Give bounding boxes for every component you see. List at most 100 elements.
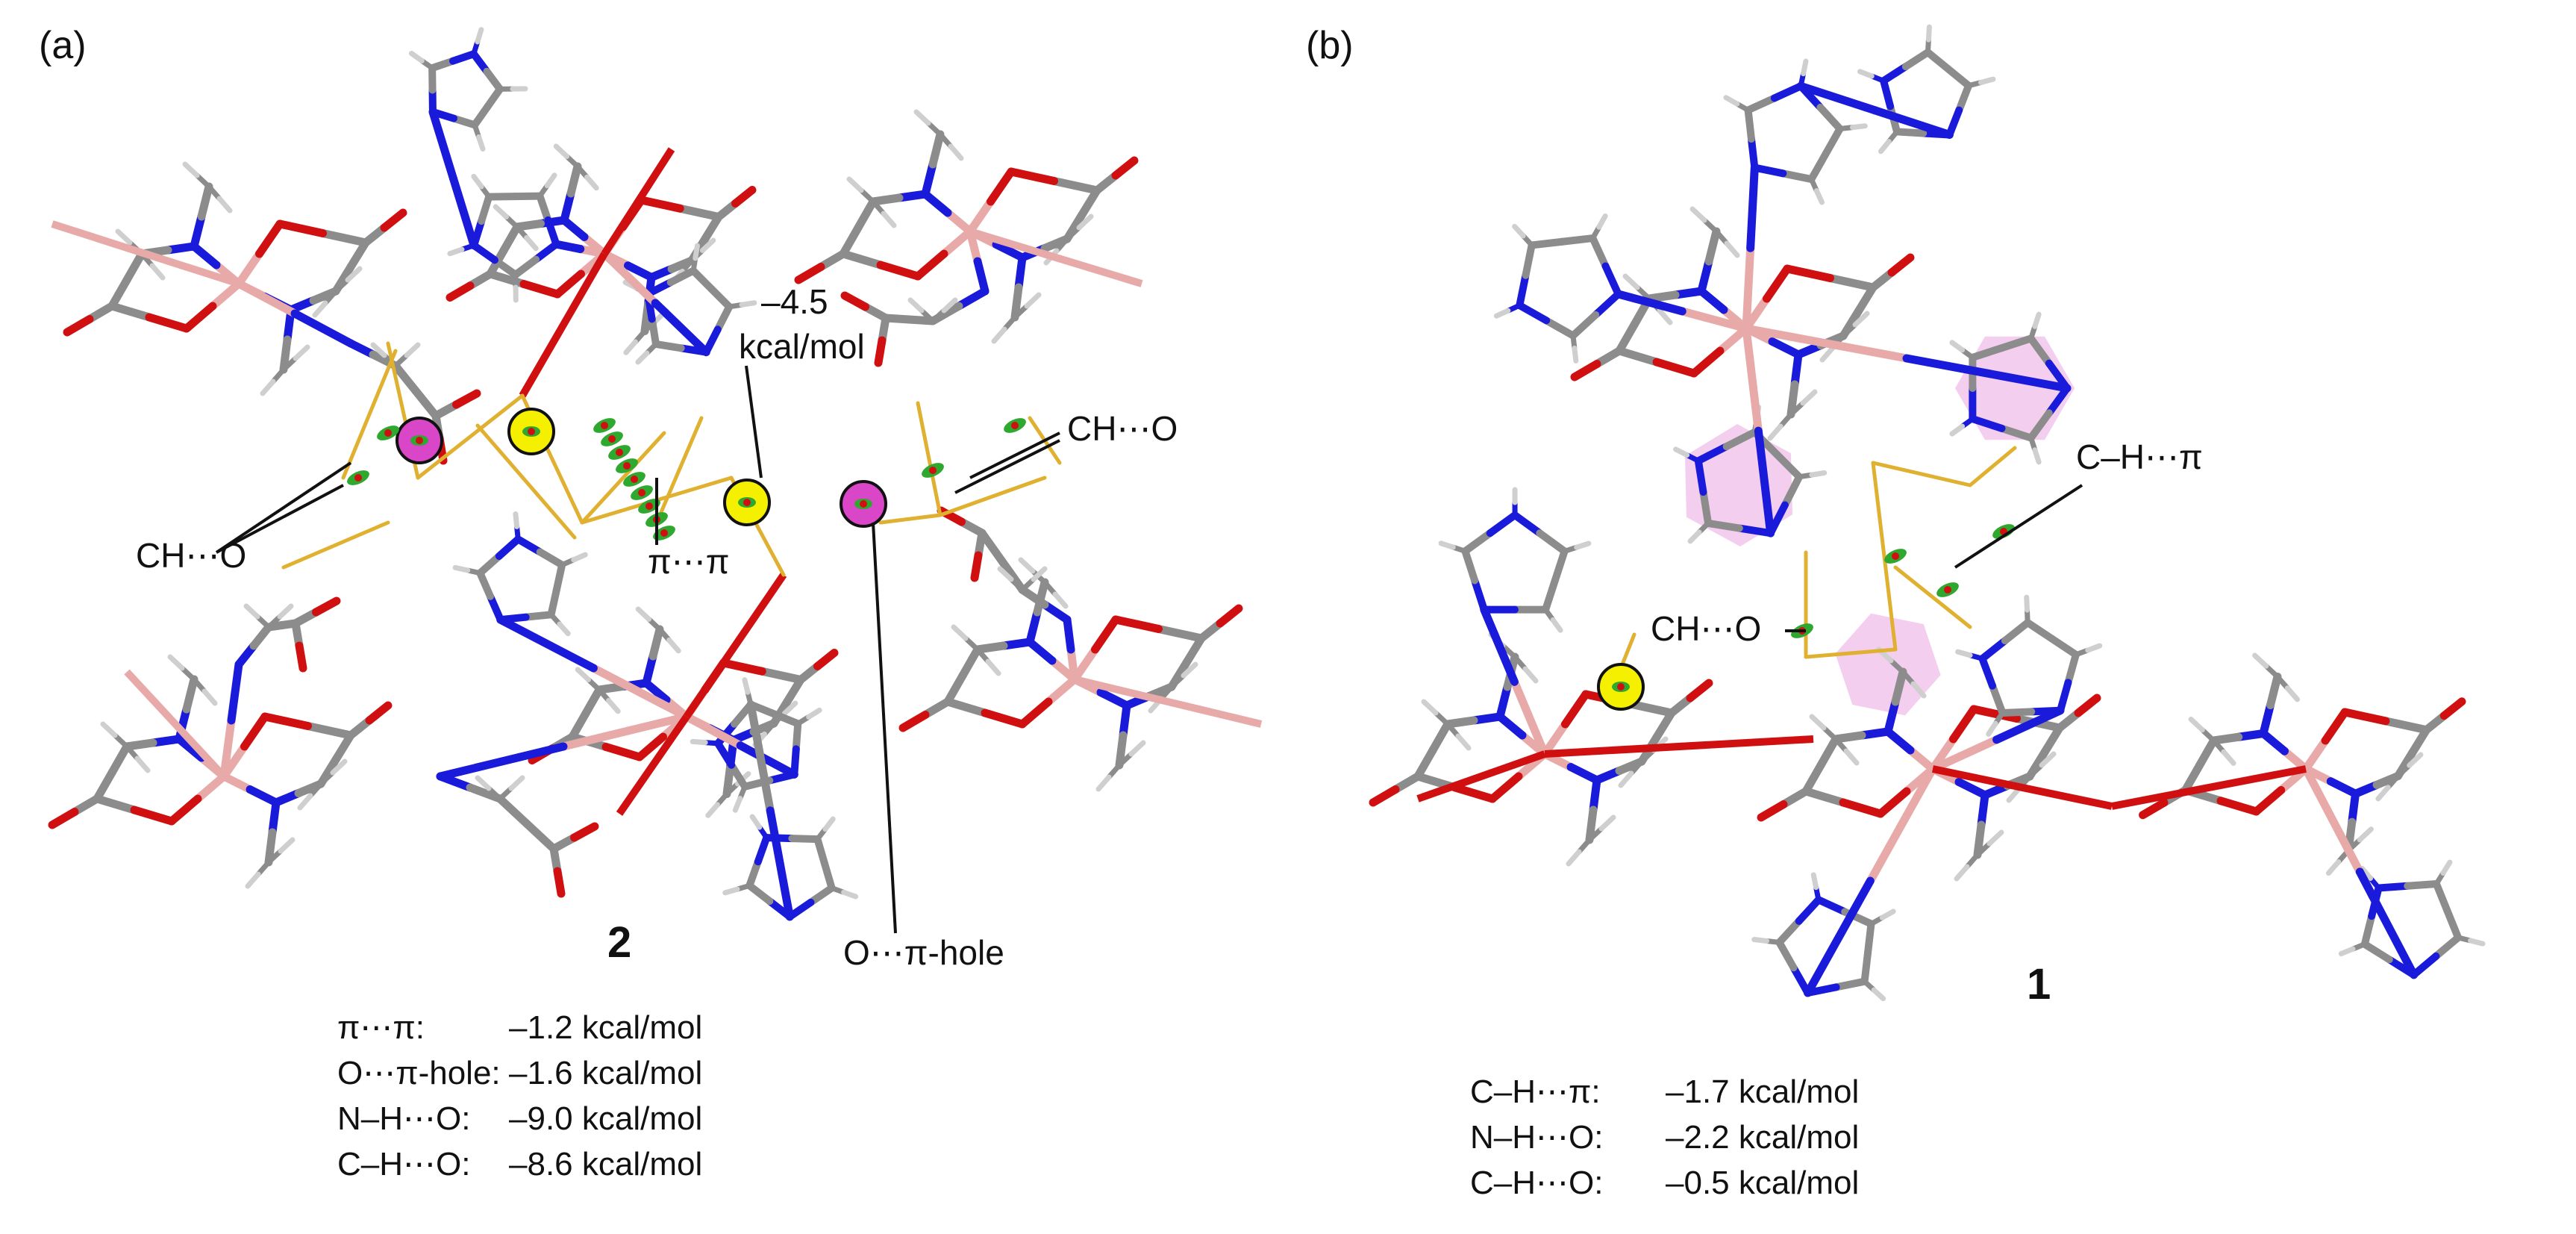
bond-segment <box>370 342 387 358</box>
annotation-o-pi-hole-a: O⋯π-hole <box>843 933 1004 972</box>
bond-segment <box>2357 826 2374 843</box>
bond-segment <box>1822 125 1844 158</box>
critical-point <box>645 502 653 510</box>
bond-segment <box>792 720 802 753</box>
bond-segment <box>219 772 254 794</box>
leader-line <box>1954 484 2083 569</box>
bond-segment <box>266 848 284 865</box>
bond-segment <box>1522 666 1539 684</box>
bond-segment <box>544 172 557 189</box>
bond-segment <box>1767 423 1783 441</box>
interaction-name: N–H⋯O: <box>337 1100 471 1137</box>
bond-segment <box>1975 841 1992 858</box>
bond-segment <box>985 658 1001 676</box>
bond-segment <box>2360 865 2374 881</box>
bond-segment <box>1652 708 1676 741</box>
bond-segment <box>722 763 734 798</box>
bond-segment <box>194 172 212 190</box>
bond-segment <box>1678 307 1751 333</box>
bond-segment <box>806 707 822 720</box>
metal-oxygen-bond <box>1544 735 1814 758</box>
bond-segment <box>1433 710 1451 727</box>
bond-segment <box>279 335 292 374</box>
bond-segment <box>2284 685 2301 702</box>
contact-line <box>1804 647 1898 659</box>
bond-segment <box>333 277 351 294</box>
critical-point <box>354 474 362 482</box>
bond-segment <box>1754 426 1775 537</box>
interaction-energy: –1.2 kcal/mol <box>509 1009 703 1046</box>
bond-segment <box>1586 826 1604 843</box>
bond-segment <box>770 710 802 728</box>
critical-point <box>601 422 608 429</box>
metal-oxygen-bond <box>601 147 675 256</box>
bond-segment <box>642 679 671 704</box>
bond-segment <box>1795 896 1822 925</box>
bond-segment <box>319 229 370 247</box>
bond-segment <box>1860 949 1872 985</box>
bond-segment <box>449 174 478 250</box>
bond-segment <box>124 744 140 761</box>
bond-segment <box>1455 733 1472 751</box>
bond-segment <box>2048 635 2080 658</box>
bond-segment <box>807 884 836 906</box>
bond-segment <box>2085 643 2103 653</box>
bond-segment <box>1154 625 1206 643</box>
bond-segment <box>2440 859 2453 876</box>
bond-segment <box>1813 188 1825 205</box>
bond-segment <box>1369 785 1400 807</box>
critical-point <box>616 449 623 456</box>
contact-line <box>1871 461 1898 652</box>
bond-segment <box>648 625 664 661</box>
bond-segment <box>1945 106 1963 139</box>
bond-segment <box>699 237 716 253</box>
metal-bond <box>51 220 240 287</box>
bond-segment <box>234 249 263 288</box>
bond-segment <box>999 638 1034 650</box>
bond-segment <box>651 299 710 357</box>
bond-segment <box>1572 345 1579 364</box>
bond-segment <box>1747 135 1759 172</box>
bond-segment <box>2027 334 2053 367</box>
metal-oxygen-bond <box>519 252 608 398</box>
bond-segment <box>476 134 486 152</box>
bond-segment <box>1804 876 1875 997</box>
bond-segment <box>2001 619 2032 645</box>
interaction-energy: –1.6 kcal/mol <box>509 1055 703 1091</box>
bond-segment <box>1900 669 1916 687</box>
bond-segment <box>1673 446 1690 458</box>
bond-segment <box>345 266 363 283</box>
bond-segment <box>365 701 393 725</box>
contact-line <box>580 431 666 525</box>
bond-segment <box>1978 655 1996 690</box>
annotation-energy-line2-a: kcal/mol <box>739 327 865 366</box>
bond-segment <box>260 378 276 396</box>
bond-segment <box>1969 344 2006 361</box>
bond-segment <box>1819 345 1836 363</box>
bond-segment <box>1763 264 1792 303</box>
contact-line <box>938 476 1047 517</box>
bond-segment <box>2468 938 2486 947</box>
metal-oxygen-bond <box>683 573 787 719</box>
bond-segment <box>2221 749 2236 766</box>
bond-segment <box>48 808 79 829</box>
bond-segment <box>1601 262 1622 298</box>
bond-segment <box>2032 311 2042 329</box>
bond-segment <box>966 197 995 236</box>
bond-segment <box>514 535 544 556</box>
bond-segment <box>1775 917 1803 947</box>
bond-segment <box>1551 547 1569 585</box>
bond-segment <box>330 758 348 776</box>
bond-segment <box>560 216 589 241</box>
bond-segment <box>1988 682 2007 717</box>
bond-segment <box>921 697 952 719</box>
critical-point <box>743 499 751 506</box>
bond-segment <box>475 27 484 45</box>
bond-segment <box>766 806 794 921</box>
bond-segment <box>452 389 481 409</box>
bond-segment <box>921 190 952 217</box>
bond-segment <box>1891 667 1907 706</box>
bond-segment <box>1978 637 2009 663</box>
bond-segment <box>1078 186 1101 219</box>
